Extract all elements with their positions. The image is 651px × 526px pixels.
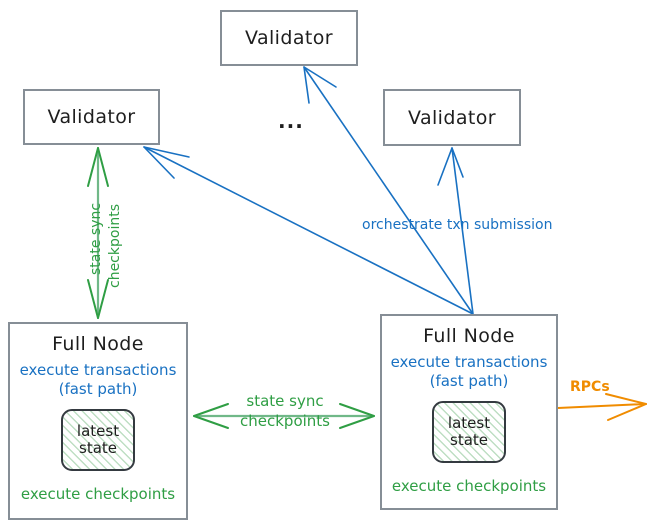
fullnode-left-state-line2: state — [79, 439, 117, 458]
validator-right-label: Validator — [408, 106, 496, 129]
edge-label-state-sync-vertical-line1: state sync — [88, 202, 104, 275]
edge-label-rpcs: RPCs — [570, 379, 610, 395]
fullnode-right-execute-checkpoints: execute checkpoints — [391, 477, 547, 496]
fullnode-right-latest-state-box[interactable]: latest state — [432, 401, 506, 464]
edge-label-state-sync-horizontal-line2: checkpoints — [240, 411, 330, 430]
fullnode-right-execute-line2: (fast path) — [429, 372, 509, 391]
edge-rpcs — [557, 393, 647, 421]
fullnode-left-execute-line1: execute transactions — [19, 361, 177, 379]
edge-label-state-sync-vertical-line2: checkpoints — [107, 204, 123, 288]
fullnode-right-title: Full Node — [423, 325, 515, 347]
fullnode-right-state-line2: state — [450, 431, 488, 450]
node-fullnode-right[interactable]: Full Node execute transactions (fast pat… — [380, 314, 558, 510]
fullnode-left-latest-state-box[interactable]: latest state — [61, 409, 135, 472]
edge-label-state-sync-horizontal-line1: state sync — [246, 392, 324, 410]
fullnode-left-state-line1: latest — [76, 421, 120, 440]
validator-left-label: Validator — [47, 106, 136, 128]
node-validator-top[interactable]: Validator — [220, 10, 358, 66]
fullnode-right-execute-line1: execute transactions — [390, 353, 548, 371]
node-fullnode-left[interactable]: Full Node execute transactions (fast pat… — [8, 322, 188, 520]
fullnode-right-state-line1: latest — [447, 413, 491, 432]
fullnode-left-execute-transactions: execute transactions (fast path) — [20, 361, 177, 399]
edge-label-orchestrate-txn-submission: orchestrate txn submission — [362, 217, 553, 233]
validator-top-label: Validator — [245, 27, 333, 49]
node-validator-left[interactable]: Validator — [23, 89, 160, 145]
edge-label-state-sync-horizontal: state sync checkpoints — [225, 392, 345, 431]
node-validator-right[interactable]: Validator — [383, 89, 521, 146]
validators-ellipsis: ... — [278, 109, 304, 133]
fullnode-left-title: Full Node — [52, 333, 144, 355]
fullnode-left-execute-line2: (fast path) — [58, 380, 138, 399]
fullnode-left-execute-checkpoints: execute checkpoints — [20, 485, 176, 504]
fullnode-right-execute-transactions: execute transactions (fast path) — [391, 353, 548, 391]
